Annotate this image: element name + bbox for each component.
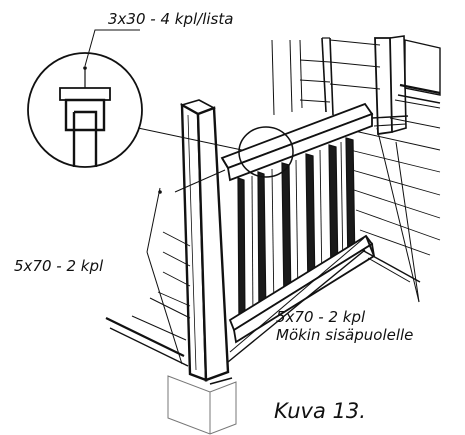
front-corner-post <box>179 99 230 382</box>
foundation-block <box>167 375 237 435</box>
detail-marker-circle <box>238 126 294 178</box>
nail-left-label: 5x70 - 2 kpl <box>14 257 104 275</box>
left-siding <box>157 231 191 307</box>
leader-lines <box>84 29 420 365</box>
figure-caption: Kuva 13. <box>274 399 366 423</box>
screw-callout-label: 3x30 - 4 kpl/lista <box>108 10 233 28</box>
deck-edge <box>105 237 421 385</box>
label-group: 3x30 - 4 kpl/lista 5x70 - 2 kpl 5x70 - 2… <box>14 10 413 423</box>
cabin-wall <box>271 35 441 256</box>
nail-right-label-line1: 5x70 - 2 kpl <box>276 308 366 326</box>
nail-right-label-line2: Mökin sisäpuolelle <box>276 326 413 344</box>
top-rail <box>220 102 374 182</box>
detail-magnifier <box>27 52 143 168</box>
